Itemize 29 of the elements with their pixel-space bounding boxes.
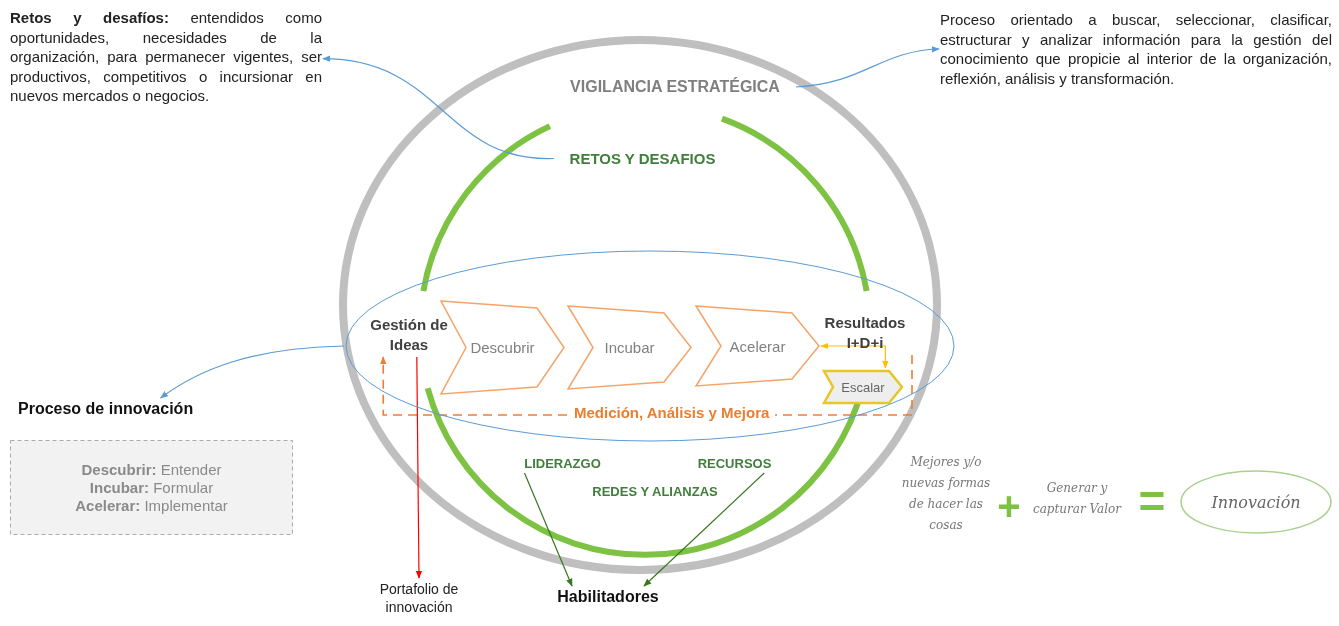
enabler-label: RECURSOS [696,456,773,471]
definition-line: Acelerar: Implementar [74,496,229,515]
definition-line: Descubrir: Entender [80,460,223,479]
heading-text: Proceso de innovación [18,400,195,418]
enabler-label: LIDERAZGO [523,456,602,471]
formula-text: Generar y capturar Valor [1031,480,1123,518]
stage-label: Escalar [840,379,886,395]
arrow [795,46,940,88]
arrow [322,56,555,160]
enabler-label: REDES Y ALIANZAS [591,484,719,499]
result-label: Innovación [1210,492,1302,512]
section-label: RETOS Y DESAFIOS [568,150,717,167]
description-text: Proceso orientado a buscar, seleccionar, clasificar, estructurar y analizar información para la gestión del conocimiento que propicie al interior de la organización, reflexión, análisis y transformación. [940,10,1332,88]
heading-text: VIGILANCIA ESTRATÉGICA [569,78,781,96]
equals-sign: = [1137,478,1167,524]
arrow [415,356,423,579]
arrow [523,472,573,587]
heading-text: Habilitadores [556,588,660,606]
stage-label: Acelerar [728,337,787,355]
formula-text: Mejores y/o nuevas formas de hacer las cosas [900,454,992,534]
stage-label: Incubar [603,339,656,356]
stage-label: Gestión de Ideas [370,315,448,355]
arrow [643,472,765,587]
description-text: Retos y desafíos: entendidos como oportunidades, necesidades de la organización, para permanecer vigentes, ser productivos, competitivos o incursionar en nuevos mercados o negocios. [10,8,322,106]
plus-sign: + [996,486,1022,526]
arrow [159,345,345,399]
definition-line: Incubar: Formular [88,478,215,497]
output-label: Portafolio de innovación [378,580,460,616]
stage-label: Descubrir [469,339,536,356]
